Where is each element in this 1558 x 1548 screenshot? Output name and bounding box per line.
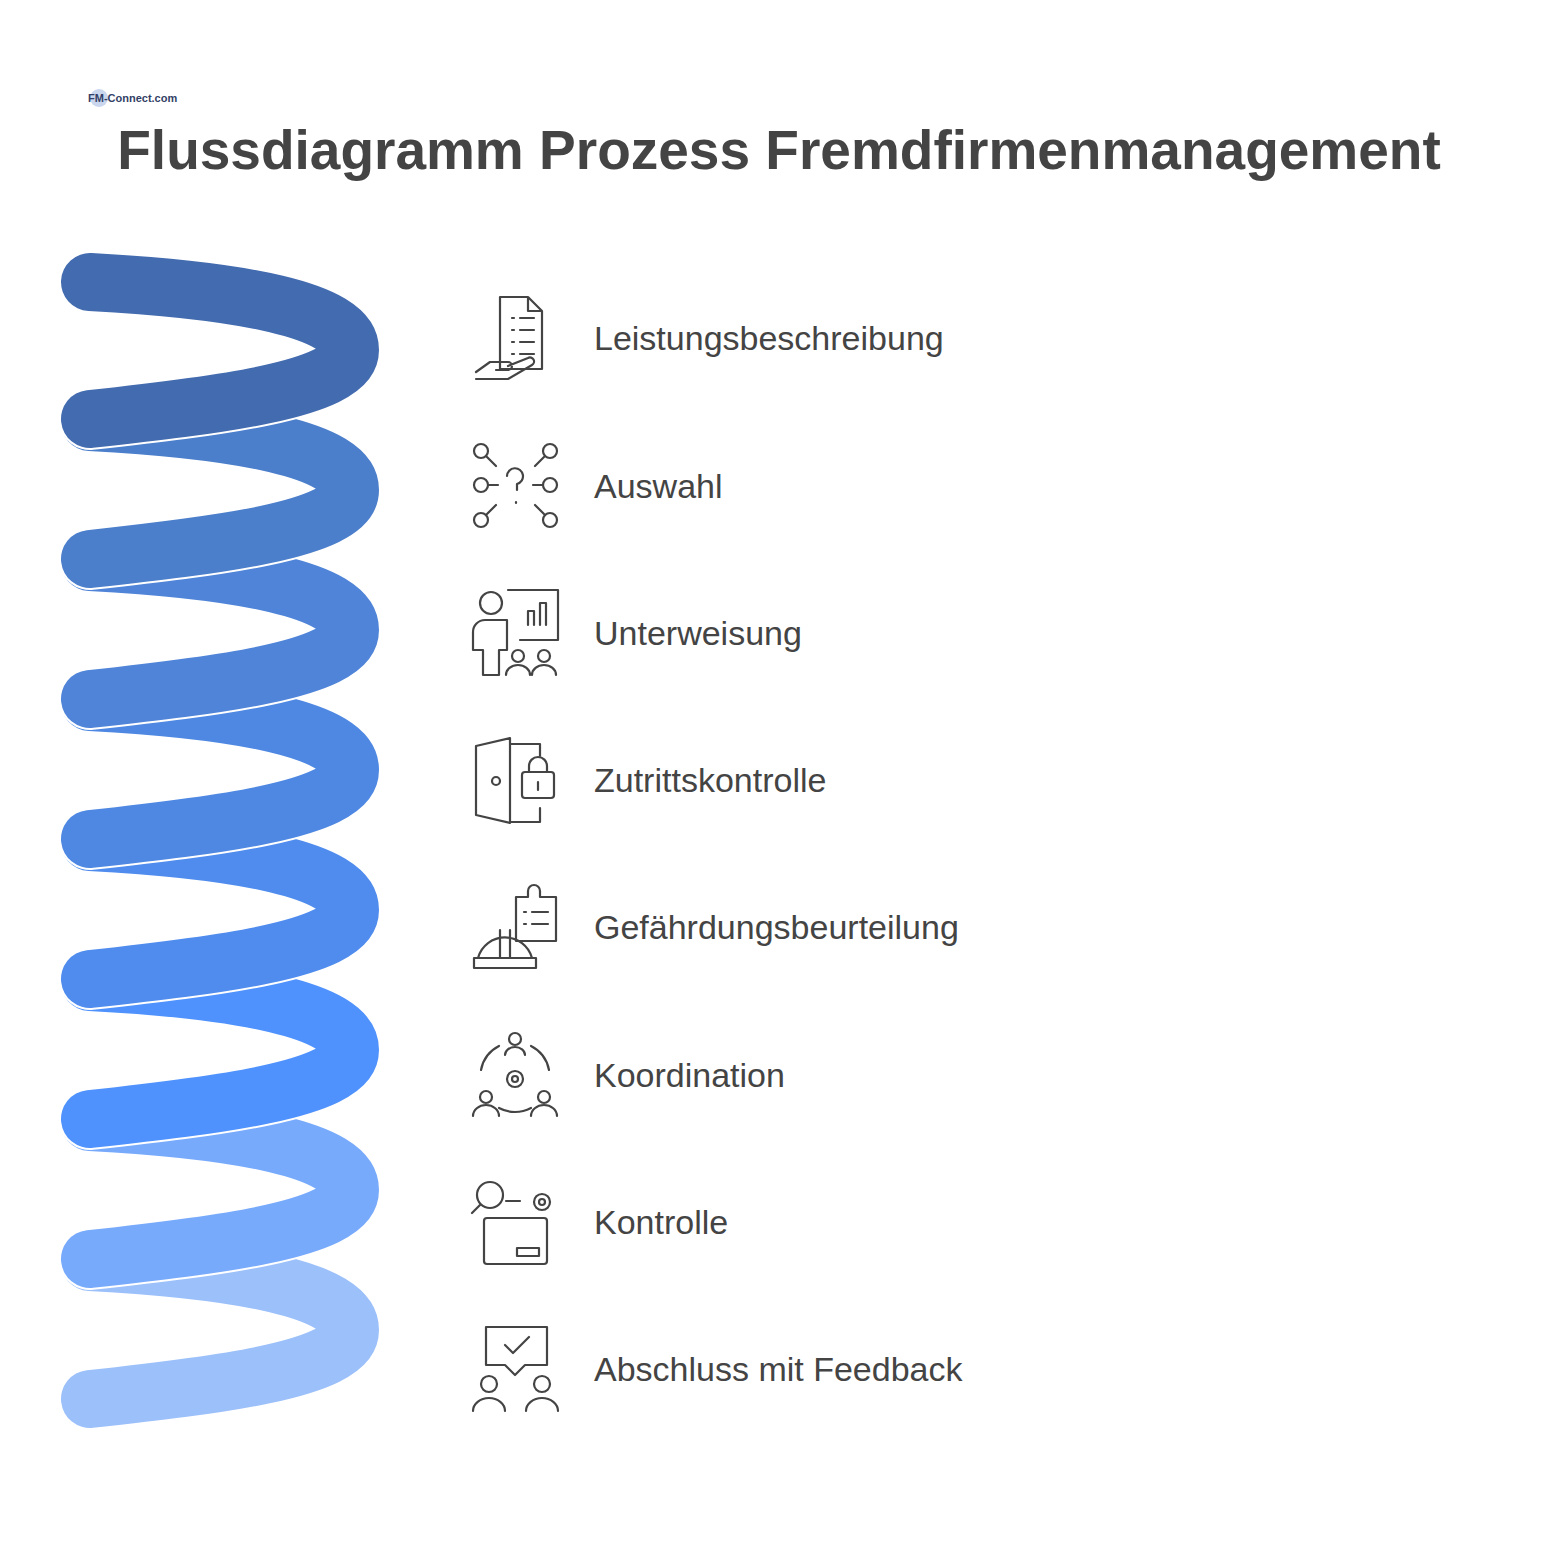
- risk-assessment-icon: [474, 885, 556, 968]
- diagram-title: Flussdiagramm Prozess Fremdfirmenmanagem…: [0, 118, 1558, 182]
- process-step: Koordination: [594, 1055, 785, 1095]
- logo-text: FM-Connect.com: [88, 92, 177, 104]
- training-icon: [473, 590, 558, 675]
- process-step: Zutrittskontrolle: [594, 760, 826, 800]
- process-step: Kontrolle: [594, 1202, 728, 1242]
- process-step: Auswahl: [594, 466, 723, 506]
- process-step: Abschluss mit Feedback: [594, 1349, 963, 1389]
- process-step: Gefährdungsbeurteilung: [594, 907, 959, 947]
- access-control-icon: [476, 738, 554, 823]
- step-label: Koordination: [594, 1055, 785, 1095]
- step-label: Zutrittskontrolle: [594, 760, 826, 800]
- choice-network-icon: [474, 444, 557, 527]
- coordination-icon: [473, 1033, 557, 1116]
- step-label: Auswahl: [594, 466, 723, 506]
- step-label: Abschluss mit Feedback: [594, 1349, 963, 1389]
- document-hand-icon: [476, 297, 542, 379]
- step-label: Kontrolle: [594, 1202, 728, 1242]
- step-label: Gefährdungsbeurteilung: [594, 907, 959, 947]
- inspection-icon: [472, 1182, 550, 1264]
- coil-turn: [90, 282, 350, 419]
- spring-coil: [90, 282, 350, 1399]
- process-step: Unterweisung: [594, 613, 802, 653]
- step-label: Leistungsbeschreibung: [594, 318, 944, 358]
- feedback-icon: [473, 1327, 558, 1411]
- coil-outline: [90, 282, 350, 419]
- step-label: Unterweisung: [594, 613, 802, 653]
- process-step: Leistungsbeschreibung: [594, 318, 944, 358]
